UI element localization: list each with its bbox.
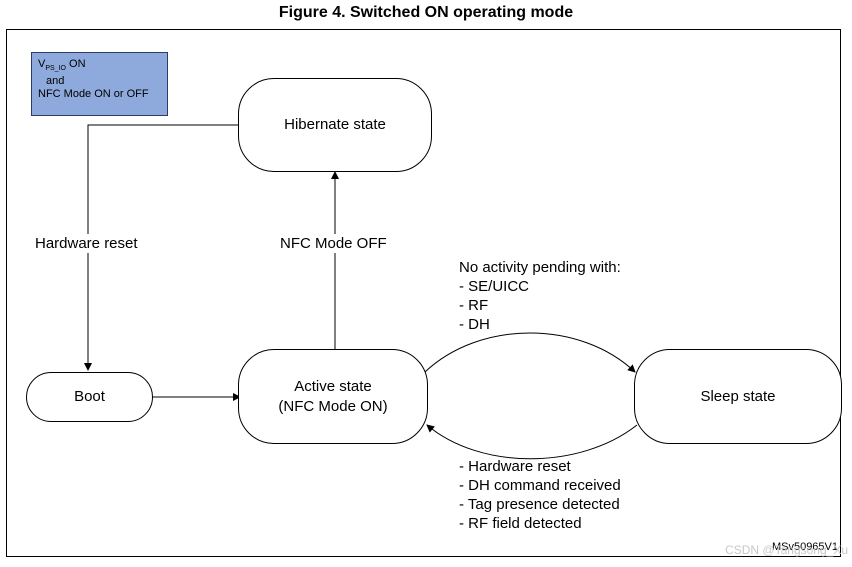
diagram-frame [6,29,841,557]
state-active: Active state (NFC Mode ON) [238,349,428,444]
to-sleep-header: No activity pending with: [459,259,621,276]
state-sleep: Sleep state [634,349,842,444]
to-sleep-item: - RF [459,297,489,314]
label-hardware-reset: Hardware reset [33,234,140,253]
condition-line-2: and [46,75,65,88]
to-active-conditions: - Hardware reset - DH command received -… [459,457,621,533]
state-sleep-label: Sleep state [700,387,776,405]
to-active-item: - Tag presence detected [459,496,620,513]
to-active-item: - DH command received [459,477,621,494]
state-hibernate-label: Hibernate state [284,116,386,133]
state-active-label: Active state [294,377,372,395]
watermark: CSDN @Tangsong_Xu [725,543,848,557]
to-active-item: - Hardware reset [459,458,571,475]
arrow-hibernate-to-boot [84,124,240,371]
state-boot-label: Boot [74,388,105,405]
label-nfc-mode-off: NFC Mode OFF [278,234,389,253]
figure-reference: MSv50965V1 [771,541,838,553]
condition-box: VPS_IO ON and NFC Mode ON or OFF [31,52,168,116]
figure-title: Figure 4. Switched ON operating mode [278,4,574,21]
arrow-active-to-sleep [424,332,636,373]
to-sleep-conditions: No activity pending with: - SE/UICC - RF… [459,258,621,334]
to-active-item: - RF field detected [459,515,582,532]
state-hibernate: Hibernate state [238,78,432,172]
arrow-sleep-to-active [426,424,638,460]
state-boot: Boot [26,372,153,422]
to-sleep-item: - DH [459,316,490,333]
condition-line-1: VPS_IO ON [38,58,86,73]
condition-line-3: NFC Mode ON or OFF [38,88,149,101]
state-active-sublabel: (NFC Mode ON) [278,397,388,415]
to-sleep-item: - SE/UICC [459,278,530,295]
